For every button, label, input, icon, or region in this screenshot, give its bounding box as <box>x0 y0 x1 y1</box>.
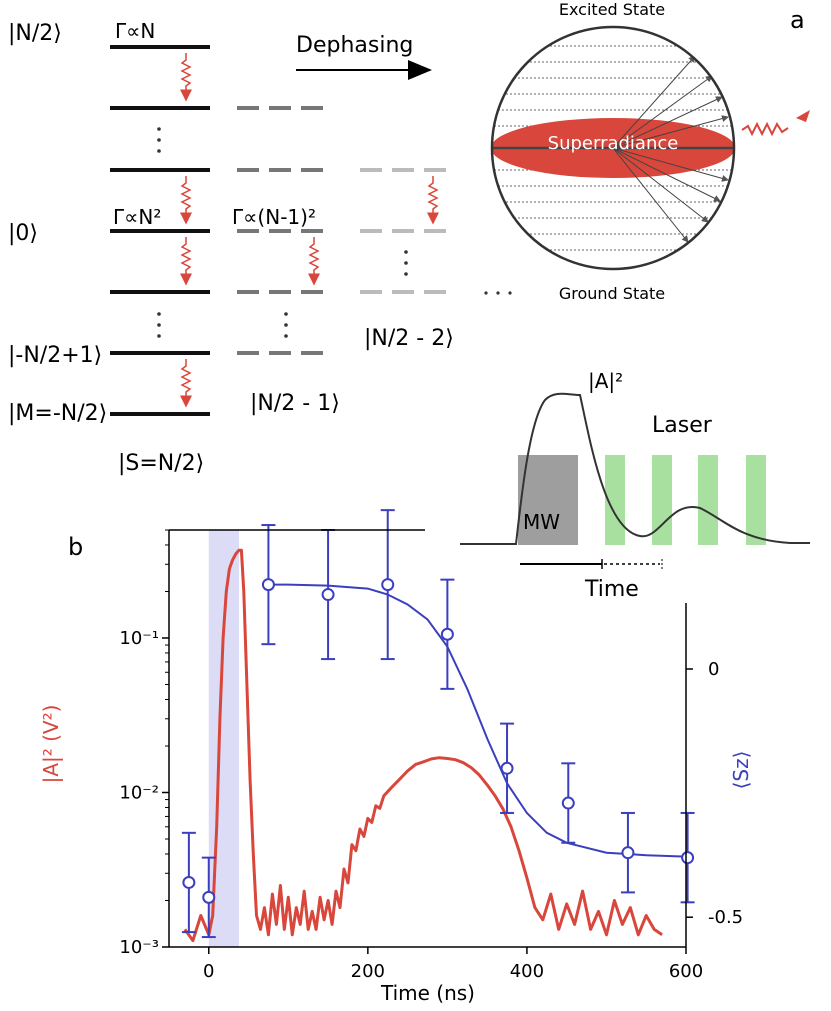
left-tick-label: 10⁻³ <box>119 937 159 958</box>
left-ticks: 10⁻³ 10⁻² 10⁻¹ <box>119 529 169 958</box>
sz-data-point <box>561 796 575 810</box>
inset-amplitude-label: |A|² <box>588 369 623 393</box>
inset-mw-label: MW <box>523 510 560 534</box>
bloch-sphere: Superradiance Excited State Ground State <box>490 0 810 303</box>
x-tick-label: 600 <box>669 961 703 982</box>
inset-time-label: Time <box>584 577 639 602</box>
sz-data-point <box>261 578 275 592</box>
dephasing-label: Dephasing <box>296 33 413 58</box>
label-total-spin: |S=N/2⟩ <box>118 451 204 476</box>
ellipsis-dots <box>157 127 512 338</box>
laser-pulse-3 <box>698 455 718 545</box>
panel-a-label: a <box>790 6 805 34</box>
sz-data-point <box>681 851 695 865</box>
emission-arrows <box>180 53 439 408</box>
left-axis-label: |A|² (V²) <box>39 705 63 784</box>
right-axis-label: ⟨Sz⟩ <box>729 751 753 790</box>
sz-data-point <box>440 627 454 641</box>
amplitude-trace <box>460 392 810 545</box>
ladder-col1 <box>110 45 210 416</box>
ground-state-label: Ground State <box>559 284 665 303</box>
series-sz-data <box>181 509 695 939</box>
label-lower-state: |-N/2+1⟩ <box>8 343 102 368</box>
excited-state-label: Excited State <box>559 0 665 19</box>
label-top-state: |N/2⟩ <box>8 21 62 46</box>
dicke-ladder: |N/2⟩ |0⟩ |-N/2+1⟩ |M=-N/2⟩ |S=N/2⟩ |N/2… <box>8 19 512 476</box>
left-tick-label: 10⁻² <box>119 782 159 803</box>
right-ticks: 0 -0.5 <box>686 659 743 928</box>
rate-col2: Γ∝(N-1)² <box>232 205 316 229</box>
photon-arrowhead-icon <box>796 110 810 122</box>
panel-b-label: b <box>68 533 83 561</box>
amplitude-line <box>183 548 663 943</box>
inset-laser-label: Laser <box>652 413 713 438</box>
emitted-photon-icon <box>741 121 789 137</box>
mw-pulse-block <box>518 455 578 545</box>
right-tick-label: -0.5 <box>708 907 743 928</box>
sz-data-point <box>621 846 635 860</box>
left-tick-label: 10⁻¹ <box>119 628 159 649</box>
x-tick-label: 400 <box>510 961 544 982</box>
label-zero-state: |0⟩ <box>8 221 38 246</box>
sz-data-point <box>182 875 196 889</box>
label-bottom-state: |M=-N/2⟩ <box>8 401 107 426</box>
pulse-sequence-inset: |A|² Laser MW Time <box>460 369 810 602</box>
sz-data-point <box>381 578 395 592</box>
label-col2-state: |N/2 - 1⟩ <box>250 391 340 416</box>
rate-top: Γ∝N <box>115 19 155 43</box>
sz-data-point <box>321 588 335 602</box>
x-ticks: 0 200 400 600 <box>203 947 703 982</box>
x-axis-label: Time (ns) <box>380 981 475 1005</box>
series-sz-fit <box>268 583 686 858</box>
superradiance-label: Superradiance <box>548 133 679 154</box>
rate-middle: Γ∝N² <box>113 205 161 229</box>
sz-data-point <box>500 761 514 775</box>
label-col3-state: |N/2 - 2⟩ <box>364 326 454 351</box>
laser-pulse-2 <box>652 455 672 545</box>
x-tick-label: 200 <box>351 961 385 982</box>
sz-fit-line <box>268 583 686 858</box>
ladder-col3 <box>360 168 455 294</box>
series-amplitude <box>183 548 663 943</box>
x-tick-label: 0 <box>203 961 214 982</box>
sz-data-point <box>202 890 216 904</box>
ladder-col2 <box>237 106 332 355</box>
laser-pulse-4 <box>746 455 766 545</box>
right-tick-label: 0 <box>708 659 719 680</box>
